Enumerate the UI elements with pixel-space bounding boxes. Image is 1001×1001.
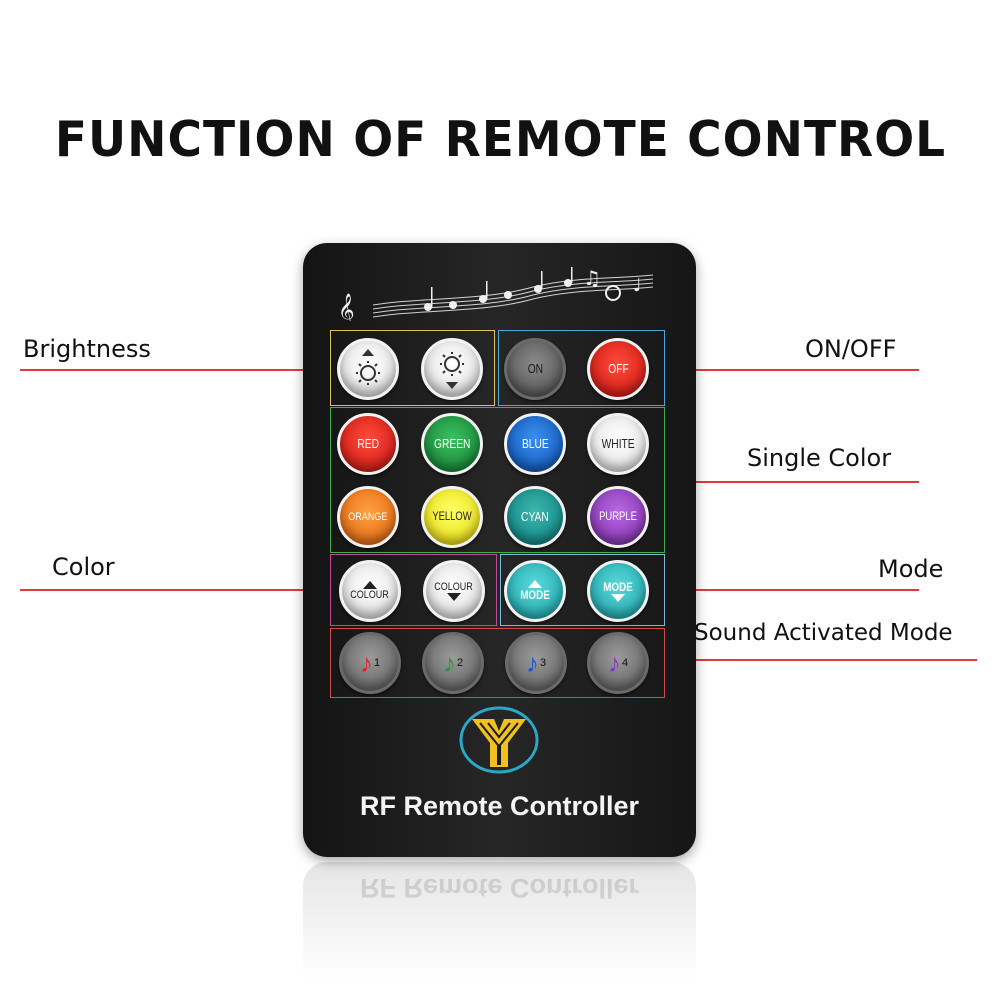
red-button-label: RED bbox=[357, 437, 379, 451]
orange-button[interactable]: ORANGE bbox=[337, 486, 399, 548]
colour-up-label: COLOUR bbox=[350, 589, 390, 601]
cyan-button-label: CYAN bbox=[521, 510, 549, 524]
triangle-down-icon bbox=[447, 593, 461, 601]
mode-up-button[interactable]: MODE bbox=[504, 560, 566, 622]
callout-color: Color bbox=[52, 553, 115, 581]
mode-up-label: MODE bbox=[520, 588, 550, 602]
color-group bbox=[330, 554, 497, 626]
on-off-group bbox=[498, 330, 665, 406]
callout-line-sound-mode bbox=[664, 659, 977, 661]
purple-button-label: PURPLE bbox=[599, 511, 637, 523]
brand-text-reflection: RF Remote Controller bbox=[359, 873, 640, 903]
brand-text: RF Remote Controller bbox=[359, 791, 640, 821]
svg-text:♫: ♫ bbox=[583, 266, 601, 290]
on-button[interactable]: ON bbox=[504, 338, 566, 400]
triangle-up-icon bbox=[363, 581, 377, 589]
svg-text:𝄞: 𝄞 bbox=[338, 293, 355, 321]
off-button-label: OFF bbox=[607, 362, 629, 376]
music-note-icon: ♪ bbox=[442, 647, 456, 678]
mode-down-label: MODE bbox=[603, 580, 633, 594]
colour-up-button[interactable]: COLOUR bbox=[339, 560, 401, 622]
sound-mode-4-label: 4 bbox=[621, 657, 629, 669]
sound-mode-4-button[interactable]: ♪4 bbox=[587, 632, 649, 694]
music-note-icon: ♪ bbox=[607, 647, 621, 678]
remote-control: 𝄞 ♫ ♩ bbox=[303, 243, 696, 857]
red-button[interactable]: RED bbox=[337, 413, 399, 475]
sound-mode-2-label: 2 bbox=[456, 657, 464, 669]
sun-down-icon bbox=[440, 352, 464, 389]
mode-down-button[interactable]: MODE bbox=[587, 560, 649, 622]
page-title: FUNCTION OF REMOTE CONTROL bbox=[54, 110, 947, 169]
remote-reflection: RF Remote Controller bbox=[303, 862, 696, 1001]
brightness-down-button[interactable] bbox=[421, 338, 483, 400]
sound-mode-2-button[interactable]: ♪2 bbox=[422, 632, 484, 694]
callout-line-mode bbox=[664, 589, 919, 591]
music-note-icon: ♪ bbox=[525, 647, 539, 678]
white-button[interactable]: WHITE bbox=[587, 413, 649, 475]
callout-line-brightness bbox=[20, 369, 333, 371]
cyan-button[interactable]: CYAN bbox=[504, 486, 566, 548]
callout-line-single-color bbox=[664, 481, 919, 483]
on-button-label: ON bbox=[527, 362, 543, 376]
yellow-button-label: YELLOW bbox=[432, 511, 472, 523]
sound-mode-group bbox=[330, 628, 665, 698]
green-button[interactable]: GREEN bbox=[421, 413, 483, 475]
svg-text:♩: ♩ bbox=[633, 275, 642, 296]
callout-line-on-off bbox=[664, 369, 919, 371]
sound-mode-3-label: 3 bbox=[539, 657, 547, 669]
off-button[interactable]: OFF bbox=[587, 338, 649, 400]
sound-mode-3-button[interactable]: ♪3 bbox=[505, 632, 567, 694]
colour-down-button[interactable]: COLOUR bbox=[423, 560, 485, 622]
callout-on-off: ON/OFF bbox=[805, 335, 897, 363]
blue-button[interactable]: BLUE bbox=[504, 413, 566, 475]
mode-group bbox=[500, 554, 665, 626]
callout-mode: Mode bbox=[878, 555, 944, 583]
triangle-up-icon bbox=[528, 580, 542, 588]
sun-up-icon bbox=[356, 349, 380, 385]
music-notes-icon: 𝄞 ♫ ♩ bbox=[338, 266, 654, 321]
brightness-group bbox=[330, 330, 495, 406]
green-button-label: GREEN bbox=[433, 437, 471, 451]
brightness-up-button[interactable] bbox=[337, 338, 399, 400]
colour-down-label: COLOUR bbox=[434, 581, 474, 593]
callout-single-color: Single Color bbox=[747, 444, 892, 472]
callout-brightness: Brightness bbox=[23, 335, 151, 363]
yellow-button[interactable]: YELLOW bbox=[421, 486, 483, 548]
purple-button[interactable]: PURPLE bbox=[587, 486, 649, 548]
sound-mode-1-label: 1 bbox=[373, 657, 381, 669]
blue-button-label: BLUE bbox=[521, 437, 549, 451]
orange-button-label: ORANGE bbox=[348, 511, 388, 523]
y-logo-icon bbox=[459, 706, 539, 774]
white-button-label: WHITE bbox=[601, 437, 635, 451]
triangle-down-icon bbox=[611, 594, 625, 602]
callout-line-color bbox=[20, 589, 333, 591]
music-note-icon: ♪ bbox=[359, 647, 373, 678]
single-color-group bbox=[330, 407, 665, 553]
sound-mode-1-button[interactable]: ♪1 bbox=[339, 632, 401, 694]
callout-sound-mode: Sound Activated Mode bbox=[694, 620, 953, 646]
